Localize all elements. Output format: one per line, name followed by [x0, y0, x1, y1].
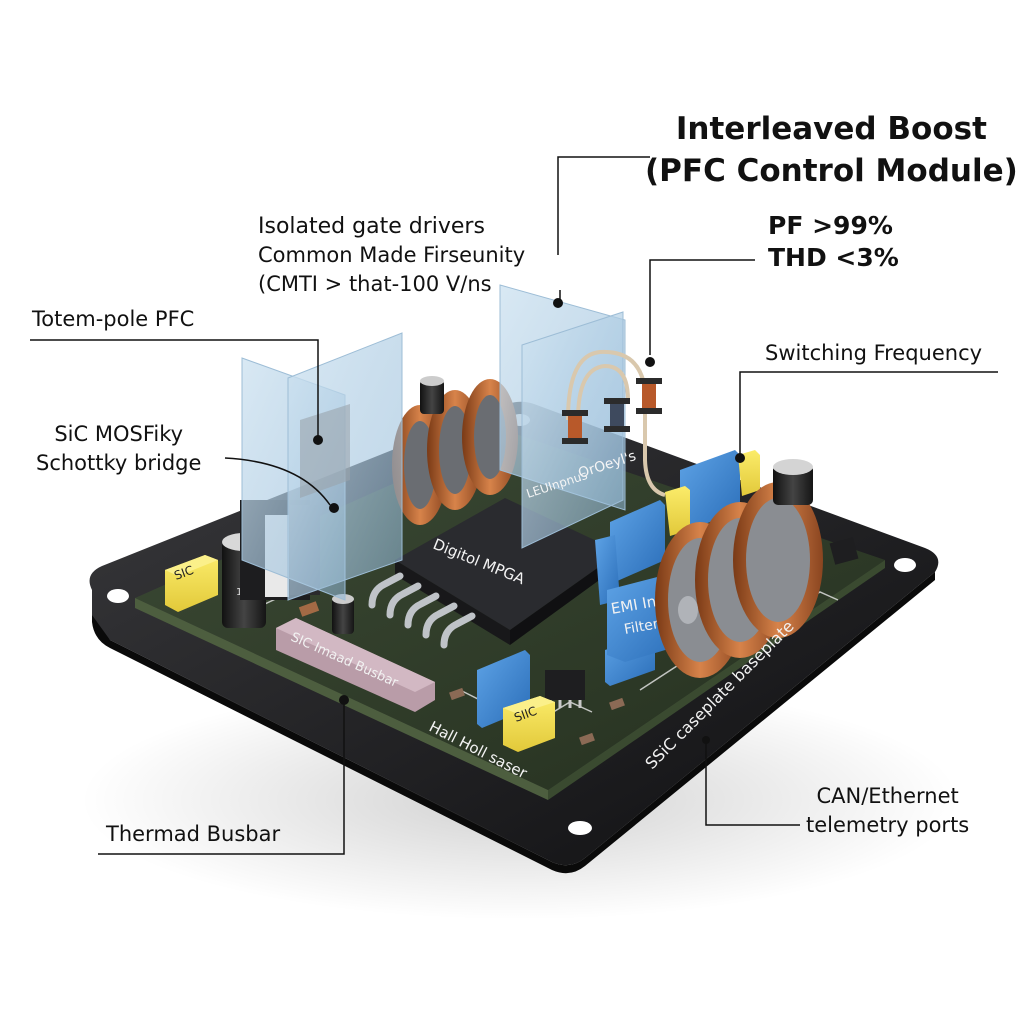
module-title-line2: (PFC Control Module) — [645, 153, 1018, 189]
ic-right — [829, 537, 859, 565]
totem-pole-callout: Totem-pole PFC — [32, 307, 195, 331]
gate-drivers-line3: (CMTI > that-100 V/ns — [258, 272, 492, 296]
gate-drivers-callout: Isolated gate drivers Common Made Firseu… — [258, 212, 525, 299]
hall-sensor-ic — [545, 670, 585, 708]
mounting-hole — [107, 589, 129, 603]
telemetry-line1: CAN/Ethernet — [816, 784, 959, 808]
switching-frequency-callout: Switching Frequency — [765, 341, 983, 365]
sic-component-bottom: SIIC — [503, 696, 555, 752]
leader-totem-pole — [30, 339, 319, 440]
leader-specs — [649, 259, 755, 355]
sic-mosfet-line1: SiC MOSFiky — [54, 422, 184, 446]
gate-drivers-title: Isolated gate drivers — [258, 214, 485, 239]
sic-mosfet-callout: SiC MOSFiky Schottky bridge — [36, 420, 201, 478]
leader-telemetry — [705, 740, 800, 826]
callout-dots — [313, 298, 745, 744]
pf-spec: PF >99% — [768, 211, 893, 240]
telemetry-callout: CAN/Ethernet telemetry ports — [806, 782, 969, 840]
leader-thermal-busbar — [98, 700, 345, 855]
emi-filter-label-2: Filter — [623, 616, 660, 638]
sic-left-label: SIC — [172, 563, 195, 583]
thermal-busbar-callout: Thermad Busbar — [106, 822, 281, 846]
mounting-hole — [894, 558, 916, 572]
thd-spec: THD <3% — [768, 243, 899, 272]
sic-mosfet-line2: Schottky bridge — [36, 451, 202, 475]
smd-components — [298, 601, 625, 746]
chip-pins — [368, 572, 476, 649]
telemetry-line2: telemetry ports — [806, 813, 970, 837]
module-title-line1: Interleaved Boost — [675, 111, 987, 147]
leader-sic-mosfet — [224, 457, 331, 506]
emi-choke-coils — [655, 482, 823, 678]
performance-specs: PF >99% THD <3% — [768, 210, 899, 274]
mounting-hole — [568, 821, 592, 835]
small-capacitor — [332, 594, 354, 634]
module-title: Interleaved Boost (PFC Control Module) — [645, 108, 1018, 192]
small-capacitor-top — [420, 376, 444, 414]
gate-drivers-line2: Common Made Firseunity — [258, 243, 526, 267]
callout-leaders — [30, 156, 998, 855]
leader-title — [557, 156, 650, 255]
isolation-barrier-left — [241, 332, 403, 601]
leader-switching-frequency — [739, 371, 998, 458]
gate-driver-transformers — [562, 349, 666, 497]
capacitor-right — [773, 459, 813, 505]
controller-chip: Digitol MPGA — [395, 498, 620, 645]
sic-component-left: SIC — [165, 555, 218, 612]
